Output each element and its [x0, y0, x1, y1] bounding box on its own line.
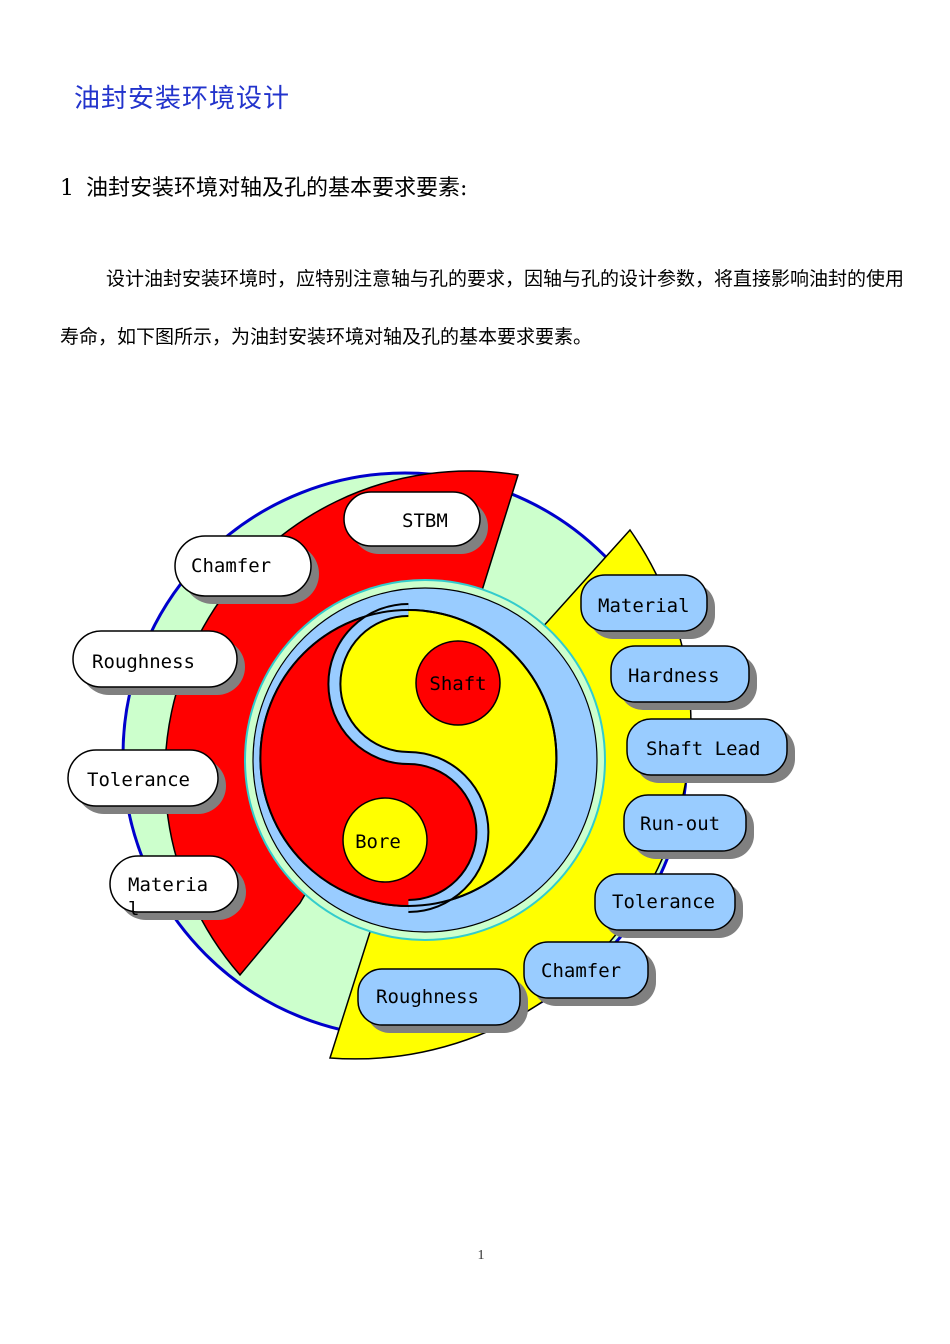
shaft-factor-roughness: Roughness	[357, 968, 528, 1033]
svg-text:Run-out: Run-out	[640, 813, 720, 835]
shaft-factor-material: Material	[580, 574, 715, 639]
bore-label: Bore	[355, 831, 401, 853]
svg-text:Tolerance: Tolerance	[612, 891, 715, 913]
svg-text:Material: Material	[598, 595, 690, 617]
svg-text:Shaft Lead: Shaft Lead	[646, 738, 760, 760]
shaft-label: Shaft	[429, 673, 486, 695]
bore-factor-tolerance: Tolerance	[67, 749, 226, 814]
svg-text:l: l	[128, 898, 139, 920]
body-paragraph: 设计油封安装环境时，应特别注意轴与孔的要求，因轴与孔的设计参数，将直接影响油封的…	[60, 268, 905, 348]
svg-text:Tolerance: Tolerance	[87, 769, 190, 791]
bore-factor-material: Materia l	[109, 855, 246, 920]
s-curve-fill	[329, 605, 488, 911]
shaft-factor-shaft-lead: Shaft Lead	[626, 718, 795, 783]
section-heading: 1 油封安装环境对轴及孔的基本要求要素:	[60, 170, 467, 202]
svg-text:STBM: STBM	[402, 510, 448, 532]
bore-circle	[342, 797, 428, 883]
shaft-factor-hardness: Hardness	[610, 645, 757, 710]
shaft-factor-tolerance: Tolerance	[594, 873, 743, 938]
shaft-factor-chamfer: Chamfer	[523, 941, 656, 1006]
bore-factor-roughness: Roughness	[72, 630, 245, 695]
bore-factor-chamfer: Chamfer	[174, 535, 319, 604]
section-number: 1	[60, 176, 74, 201]
svg-text:Chamfer: Chamfer	[191, 555, 271, 577]
svg-text:Roughness: Roughness	[92, 651, 195, 673]
svg-text:Materia: Materia	[128, 874, 208, 896]
shaft-circle	[415, 640, 501, 726]
page-title: 油封安装环境设计	[74, 84, 291, 114]
page-number: 1	[477, 1248, 485, 1263]
bore-factor-stbm: STBM	[343, 491, 488, 554]
svg-text:Chamfer: Chamfer	[541, 960, 621, 982]
svg-text:Hardness: Hardness	[628, 665, 720, 687]
yin-yang-outline	[259, 609, 558, 907]
shaft-factor-run-out: Run-out	[623, 794, 754, 859]
seal-environment-diagram: Shaft Bore STBM Chamfer Roughness Tolera…	[67, 470, 795, 1060]
section-heading-text: 油封安装环境对轴及孔的基本要求要素:	[86, 176, 468, 201]
svg-text:Roughness: Roughness	[376, 986, 479, 1008]
